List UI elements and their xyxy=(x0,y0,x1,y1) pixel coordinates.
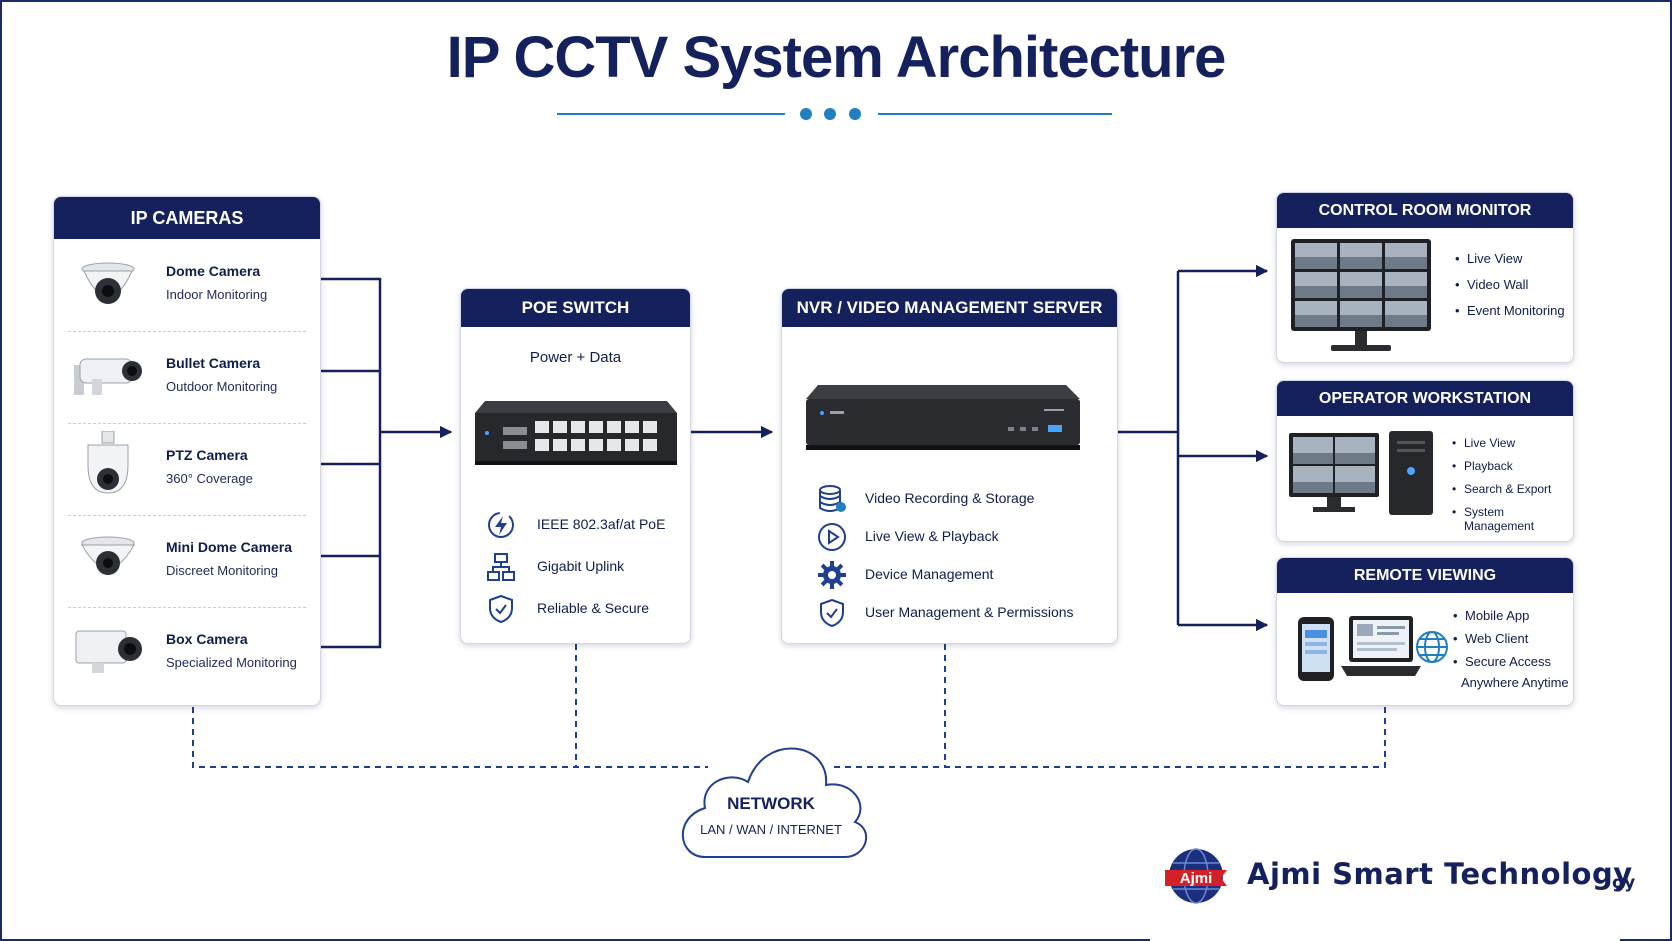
camera-row[interactable]: Box Camera Specialized Monitoring xyxy=(54,607,320,699)
camera-description: Specialized Monitoring xyxy=(166,655,297,670)
database-icon xyxy=(819,485,846,512)
camera-description: 360° Coverage xyxy=(166,471,253,486)
brand-logo-globe-icon: Ajmi xyxy=(1165,848,1227,904)
feature-item: Playback xyxy=(1452,459,1573,473)
laptop-icon xyxy=(1341,616,1421,676)
dome-camera-icon xyxy=(81,262,135,304)
nvr-header: NVR / VIDEO MANAGEMENT SERVER xyxy=(782,289,1117,327)
brand-watermark xyxy=(1150,828,1620,941)
nvr-feature-label: Video Recording & Storage xyxy=(865,490,1035,506)
globe-icon xyxy=(1416,631,1448,663)
network-cloud-shape xyxy=(681,747,867,858)
operator-workstation-card: OPERATOR WORKSTATION Live View Playback … xyxy=(1276,380,1574,542)
workstation-features: Live View Playback Search & Export Syste… xyxy=(1452,436,1573,533)
nvr-server-card: NVR / VIDEO MANAGEMENT SERVER Video Reco… xyxy=(781,288,1118,644)
camera-name: Mini Dome Camera xyxy=(166,539,293,555)
poe-feature-label: IEEE 802.3af/at PoE xyxy=(537,516,666,532)
camera-name: PTZ Camera xyxy=(166,447,248,463)
feature-item: Event Monitoring xyxy=(1455,303,1565,318)
bullet-camera-icon xyxy=(74,358,142,395)
brand-logo-text: Ajmi xyxy=(1180,870,1213,887)
poe-feature-label: Reliable & Secure xyxy=(537,600,650,616)
divider xyxy=(68,607,306,608)
poe-switch-card: POE SWITCH Power + Data IEEE 802.3af/at … xyxy=(460,288,691,644)
camera-row[interactable]: Dome Camera Indoor Monitoring xyxy=(54,239,320,331)
nvr-feature-label: Live View & Playback xyxy=(865,528,999,544)
brand-name-fragment: gy xyxy=(1612,873,1636,893)
title-rule-left xyxy=(557,113,785,115)
camera-row[interactable]: Mini Dome Camera Discreet Monitoring xyxy=(54,515,320,607)
box-camera-icon xyxy=(75,630,142,673)
camera-description: Discreet Monitoring xyxy=(166,563,278,578)
network-tree-icon xyxy=(487,553,515,581)
nvr-feature-label: User Management & Permissions xyxy=(865,604,1074,620)
poe-switch-device-image xyxy=(475,401,677,465)
remote-viewing-header: REMOTE VIEWING xyxy=(1277,558,1573,593)
ip-cameras-header: IP CAMERAS xyxy=(54,197,320,239)
camera-description: Indoor Monitoring xyxy=(166,287,268,302)
lightning-icon xyxy=(488,512,514,538)
camera-row[interactable]: PTZ Camera 360° Coverage xyxy=(54,423,320,515)
gear-icon xyxy=(818,561,846,589)
ip-cameras-card: IP CAMERAS Dome Camera Indoor Monitoring… xyxy=(53,196,321,706)
page-title: IP CCTV System Architecture xyxy=(446,25,1227,90)
title-dot xyxy=(824,108,836,120)
feature-item: Live View xyxy=(1452,436,1573,450)
poe-subtitle: Power + Data xyxy=(529,349,622,366)
shield-check-icon xyxy=(489,594,513,624)
poe-feature-label: Gigabit Uplink xyxy=(537,558,625,574)
network-title: NETWORK xyxy=(727,794,815,813)
feature-item: System Management xyxy=(1452,505,1573,533)
feature-item: Secure Access xyxy=(1453,654,1551,669)
title-dot xyxy=(800,108,812,120)
poe-switch-header: POE SWITCH xyxy=(461,289,690,327)
control-room-card: CONTROL ROOM MONITOR Live View Video Wal… xyxy=(1276,192,1574,363)
feature-item: Mobile App xyxy=(1453,608,1551,623)
feature-item: Live View xyxy=(1455,251,1565,266)
ptz-camera-icon xyxy=(87,431,129,494)
feature-item: Search & Export xyxy=(1452,482,1573,496)
network-dashed-lines xyxy=(192,644,1386,768)
title-dot xyxy=(849,108,861,120)
brand-name: Ajmi Smart Technology xyxy=(1247,857,1633,891)
camera-name: Dome Camera xyxy=(166,263,261,279)
remote-viewing-card: REMOTE VIEWING Mobile App Web Client Sec… xyxy=(1276,557,1574,706)
play-icon xyxy=(818,523,846,551)
video-wall-monitor-image xyxy=(1291,239,1431,351)
divider xyxy=(68,423,306,424)
camera-row[interactable]: Bullet Camera Outdoor Monitoring xyxy=(54,331,320,423)
control-room-features: Live View Video Wall Event Monitoring xyxy=(1455,251,1565,318)
mobile-phone-icon xyxy=(1298,617,1334,681)
network-subtitle: LAN / WAN / INTERNET xyxy=(700,822,842,837)
nvr-feature-label: Device Management xyxy=(865,566,994,582)
divider xyxy=(68,515,306,516)
title-rule-right xyxy=(878,113,1112,115)
operator-workstation-header: OPERATOR WORKSTATION xyxy=(1277,381,1573,416)
divider xyxy=(68,331,306,332)
workstation-computer-image xyxy=(1289,431,1433,515)
nvr-device-image xyxy=(806,385,1080,450)
feature-item: Video Wall xyxy=(1455,277,1565,292)
shield-check-icon xyxy=(820,598,844,628)
remote-viewing-features: Mobile App Web Client Secure Access xyxy=(1453,608,1551,671)
camera-description: Outdoor Monitoring xyxy=(166,379,278,394)
mini-dome-camera-icon xyxy=(81,536,135,575)
camera-name: Bullet Camera xyxy=(166,355,261,371)
control-room-header: CONTROL ROOM MONITOR xyxy=(1277,193,1573,228)
feature-item: Web Client xyxy=(1453,631,1551,646)
feature-item-continued: Anywhere Anytime xyxy=(1461,675,1569,690)
camera-name: Box Camera xyxy=(166,631,248,647)
